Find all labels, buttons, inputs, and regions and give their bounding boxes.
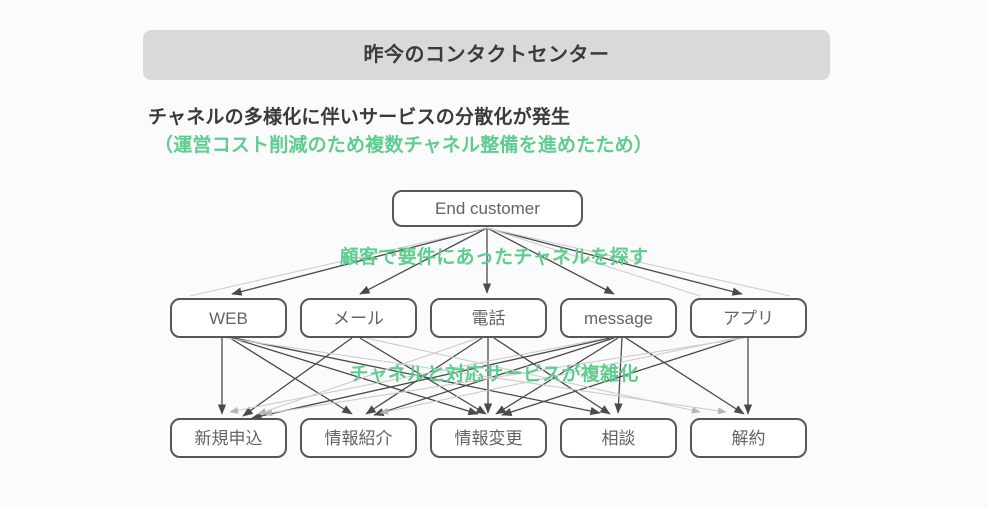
node-service-new-application[interactable]: 新規申込 [170,418,287,458]
annotation-service-complexity: チャネルと対応サービスが複雑化 [349,364,639,385]
node-channel-mail[interactable]: メール [300,298,417,338]
node-channel-phone[interactable]: 電話 [430,298,547,338]
subtitle-main: チャネルの多様化に伴いサービスの分散化が発生 [148,107,571,128]
node-label: アプリ [723,308,774,328]
node-label: 情報変更 [454,428,523,448]
node-label: 解約 [731,428,766,448]
node-label: 相談 [601,428,636,448]
node-service-information[interactable]: 情報紹介 [300,418,417,458]
node-label: メール [333,308,384,328]
node-service-cancellation[interactable]: 解約 [690,418,807,458]
node-channel-message[interactable]: message [560,298,677,338]
node-service-consultation[interactable]: 相談 [560,418,677,458]
node-label: 新規申込 [194,428,263,448]
node-label: 電話 [471,308,506,328]
node-end-customer[interactable]: End customer [392,190,583,227]
page-title: 昨今のコンタクトセンター [363,44,610,66]
subtitle-block: チャネルの多様化に伴いサービスの分散化が発生 （運営コスト削減のため複数チャネル… [148,104,848,159]
node-label: message [584,308,653,328]
node-label: 情報紹介 [324,428,393,448]
subtitle-note: （運営コスト削減のため複数チャネル整備を進めたため） [154,134,654,156]
node-channel-web[interactable]: WEB [170,298,287,338]
node-label: End customer [435,199,540,218]
node-label: WEB [209,308,248,328]
header-banner: 昨今のコンタクトセンター [143,30,830,80]
annotation-channel-search: 顧客で要件にあったチャネルを探す [339,247,649,268]
node-service-info-change[interactable]: 情報変更 [430,418,547,458]
node-channel-app[interactable]: アプリ [690,298,807,338]
